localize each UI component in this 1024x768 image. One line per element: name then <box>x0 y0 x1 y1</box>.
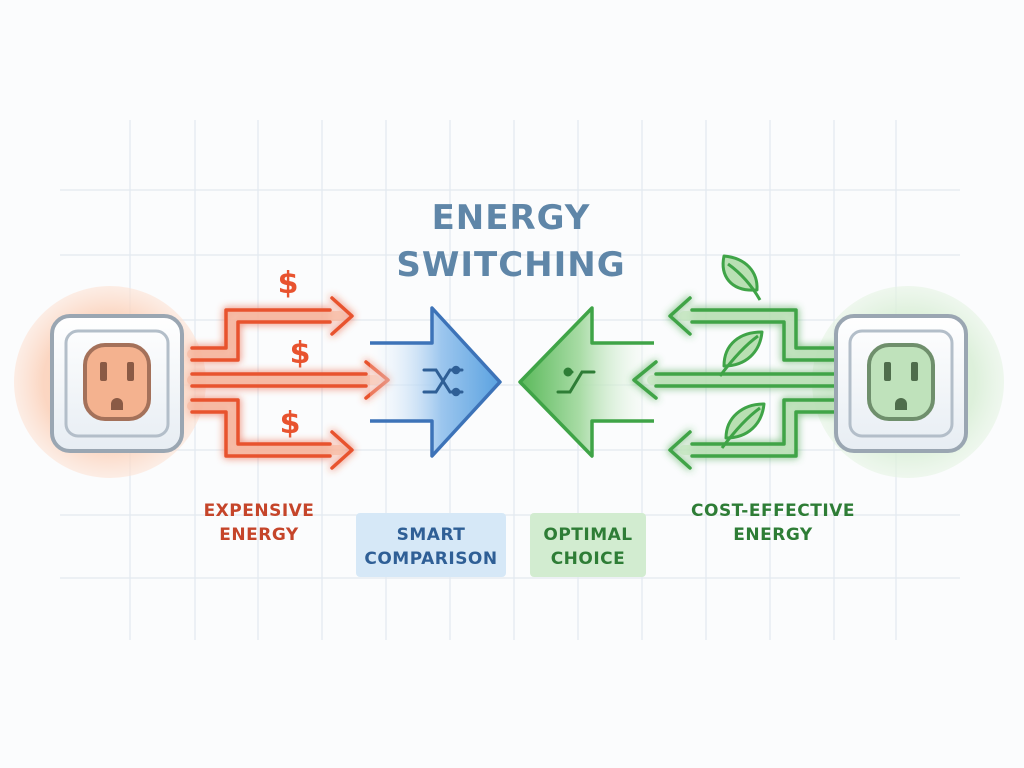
title-line-2: SWITCHING <box>396 245 625 285</box>
cost-effective-energy-group: COST-EFFECTIVE ENERGY <box>632 254 1004 545</box>
smart-comparison-arrow <box>370 306 502 458</box>
dollar-symbol-2: $ <box>290 336 311 371</box>
cost-effective-caption-line-2: ENERGY <box>733 525 813 545</box>
optimal-choice-arrow <box>518 306 654 458</box>
expensive-caption-line-1: EXPENSIVE <box>204 501 315 521</box>
dollar-symbol-1: $ <box>278 266 299 301</box>
title-line-1: ENERGY <box>432 198 591 238</box>
leaf-icon <box>721 254 762 301</box>
switch-icon <box>556 367 596 394</box>
dollar-symbol-3: $ <box>280 406 301 441</box>
expensive-energy-group: $ $ $ EXPENSIVE ENERGY <box>14 266 390 545</box>
optimal-badge-line-2: CHOICE <box>551 549 626 569</box>
smart-comparison-badge: SMART COMPARISON <box>356 513 506 577</box>
leaf-icon <box>720 402 766 449</box>
power-outlet-icon <box>50 314 184 453</box>
power-outlet-icon <box>834 314 968 453</box>
expensive-flow-arrows <box>187 296 390 470</box>
expensive-caption-line-2: ENERGY <box>219 525 299 545</box>
optimal-badge-line-1: OPTIMAL <box>543 525 632 545</box>
optimal-choice-badge: OPTIMAL CHOICE <box>530 513 646 577</box>
smart-badge-line-2: COMPARISON <box>364 549 497 569</box>
cost-effective-caption-line-1: COST-EFFECTIVE <box>691 501 855 521</box>
smart-badge-line-1: SMART <box>397 525 466 545</box>
cost-effective-flow-arrows <box>632 296 841 470</box>
leaf-icon <box>718 330 764 377</box>
shuffle-icon <box>422 365 464 397</box>
